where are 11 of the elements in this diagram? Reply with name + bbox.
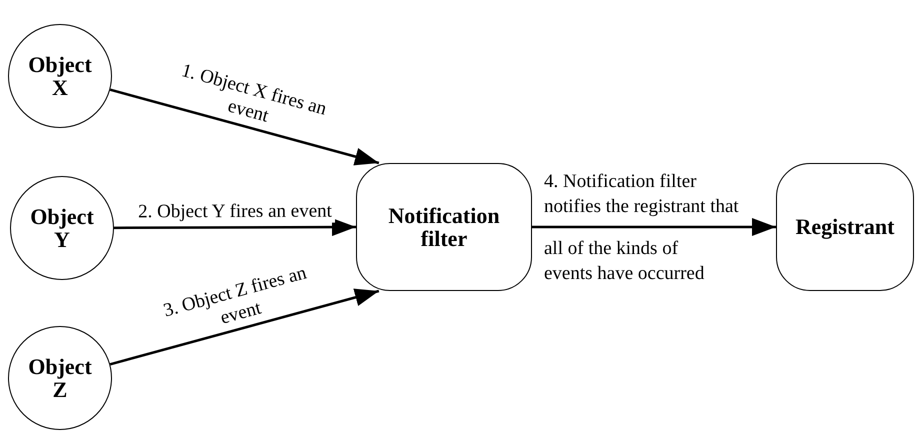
node-label: Object X bbox=[27, 52, 93, 100]
node-label: Object Z bbox=[27, 354, 93, 402]
node-label: Object Y bbox=[29, 204, 95, 252]
process-box bbox=[356, 163, 532, 291]
process-box bbox=[776, 163, 914, 291]
arrow bbox=[532, 218, 776, 236]
arrow bbox=[110, 88, 380, 166]
arrow bbox=[110, 288, 380, 366]
node-label: Notification filter bbox=[387, 204, 501, 250]
arrow bbox=[114, 218, 356, 236]
node-label: Registrant bbox=[794, 215, 896, 239]
